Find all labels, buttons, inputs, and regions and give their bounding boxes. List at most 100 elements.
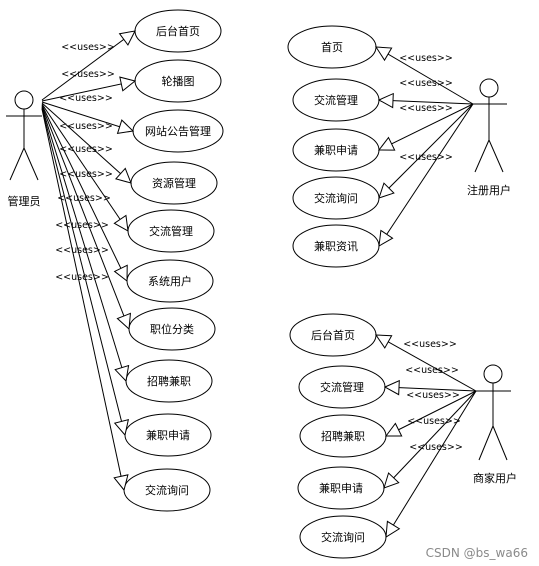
uses-stereotype-label: <<uses>> <box>399 103 453 114</box>
uses-stereotype-label: <<uses>> <box>55 272 109 283</box>
association-line <box>378 99 474 105</box>
actor-merchant <box>475 364 511 461</box>
open-arrowhead <box>113 214 129 232</box>
uses-stereotype-label: <<uses>> <box>61 42 115 53</box>
svg-text:交流询问: 交流询问 <box>314 191 358 205</box>
use-case: 交流管理 <box>292 78 380 122</box>
open-arrowhead <box>375 46 393 62</box>
actor-admin <box>6 90 42 181</box>
actor-admin-label: 管理员 <box>8 194 41 208</box>
uses-stereotype-label: <<uses>> <box>59 121 113 132</box>
uses-stereotype-label: <<uses>> <box>55 245 109 256</box>
admin-use-case-group: 后台首页 轮播图 网站公告管理 资源管理 交流管理 系统用户 职位分类 招聘兼 <box>123 9 224 512</box>
watermark: CSDN @bs_wa66 <box>426 546 528 560</box>
svg-text:招聘兼职: 招聘兼职 <box>147 374 191 388</box>
svg-text:交流询问: 交流询问 <box>321 530 365 544</box>
merchant-use-case-group: 后台首页 交流管理 招聘兼职 兼职申请 交流询问 <box>289 313 387 559</box>
uses-stereotype-label: <<uses>> <box>399 53 453 64</box>
association-line <box>41 101 134 132</box>
use-case: 兼职申请 <box>124 413 212 457</box>
svg-text:网站公告管理: 网站公告管理 <box>145 124 211 138</box>
svg-text:招聘兼职: 招聘兼职 <box>321 429 365 443</box>
open-arrowhead <box>385 520 401 538</box>
use-case: 交流管理 <box>127 209 215 253</box>
svg-text:后台首页: 后台首页 <box>311 328 355 342</box>
association-line <box>378 103 474 151</box>
association-line <box>375 46 474 105</box>
svg-text:兼职申请: 兼职申请 <box>314 144 358 157</box>
open-arrowhead <box>377 92 394 109</box>
association-line <box>378 103 474 199</box>
uses-stereotype-label: <<uses>> <box>59 93 113 104</box>
use-case: 首页 <box>287 25 377 69</box>
association-line <box>41 104 128 282</box>
use-case: 交流询问 <box>123 468 211 512</box>
svg-text:系统用户: 系统用户 <box>148 274 192 288</box>
svg-text:交流管理: 交流管理 <box>149 224 193 238</box>
open-arrowhead <box>113 474 129 492</box>
open-arrowhead <box>119 76 137 92</box>
association-line <box>41 102 132 184</box>
association-line <box>41 105 130 330</box>
uses-labels: <<uses>> <<uses>> <<uses>> <<uses>> <<uses>>… <box>55 42 463 453</box>
actor-registered <box>471 78 507 173</box>
open-arrowhead <box>385 422 403 437</box>
svg-text:后台首页: 后台首页 <box>156 24 200 38</box>
use-case: 兼职资讯 <box>292 224 380 268</box>
uses-stereotype-label: <<uses>> <box>403 339 457 350</box>
svg-text:资源管理: 资源管理 <box>152 176 196 190</box>
open-arrowhead <box>377 136 396 151</box>
association-line <box>41 30 136 101</box>
uses-stereotype-label: <<uses>> <box>59 169 113 180</box>
svg-text:职位分类: 职位分类 <box>150 322 194 336</box>
uses-stereotype-label: <<uses>> <box>59 144 113 155</box>
use-case: 网站公告管理 <box>132 109 224 153</box>
use-case: 招聘兼职 <box>125 359 213 403</box>
association-line <box>385 390 477 538</box>
use-case: 兼职申请 <box>292 128 380 172</box>
association-line <box>41 80 136 102</box>
open-arrowhead <box>383 379 400 396</box>
svg-text:兼职资讯: 兼职资讯 <box>314 240 358 253</box>
registered-use-case-group: 首页 交流管理 兼职申请 交流询问 兼职资讯 <box>287 25 380 268</box>
open-arrowhead <box>378 229 394 247</box>
svg-text:首页: 首页 <box>321 40 343 54</box>
association-line <box>41 106 127 382</box>
use-case: 资源管理 <box>130 161 218 205</box>
uses-stereotype-label: <<uses>> <box>409 442 463 453</box>
open-arrowhead <box>113 264 128 283</box>
use-case: 招聘兼职 <box>299 414 387 458</box>
association-line <box>378 103 474 247</box>
association-line <box>385 390 477 437</box>
open-arrowhead <box>378 182 395 199</box>
svg-text:轮播图: 轮播图 <box>162 74 195 88</box>
uses-stereotype-label: <<uses>> <box>399 78 453 89</box>
association-lines <box>41 30 477 538</box>
association-line <box>375 334 477 392</box>
uses-stereotype-label: <<uses>> <box>57 193 111 204</box>
association-line <box>41 107 126 436</box>
use-case: 后台首页 <box>134 9 222 53</box>
open-arrowhead <box>383 472 400 489</box>
uses-stereotype-label: <<uses>> <box>405 365 459 376</box>
association-line <box>41 103 129 232</box>
open-arrowhead <box>116 312 132 331</box>
open-arrowhead <box>118 30 136 46</box>
svg-text:交流询问: 交流询问 <box>145 483 189 497</box>
uses-stereotype-label: <<uses>> <box>406 390 460 401</box>
use-case: 轮播图 <box>134 59 222 103</box>
use-case: 后台首页 <box>289 313 377 357</box>
actor-registered-label: 注册用户 <box>467 183 511 197</box>
use-case: 职位分类 <box>128 307 216 351</box>
uses-stereotype-label: <<uses>> <box>55 220 109 231</box>
svg-text:兼职申请: 兼职申请 <box>319 482 363 495</box>
use-case: 交流询问 <box>292 176 380 220</box>
association-line <box>383 390 477 489</box>
use-case: 交流询问 <box>299 515 387 559</box>
use-case: 系统用户 <box>126 259 214 303</box>
open-arrowhead <box>116 119 135 135</box>
open-arrowhead <box>375 334 393 349</box>
actor-merchant-label: 商家用户 <box>473 471 517 485</box>
